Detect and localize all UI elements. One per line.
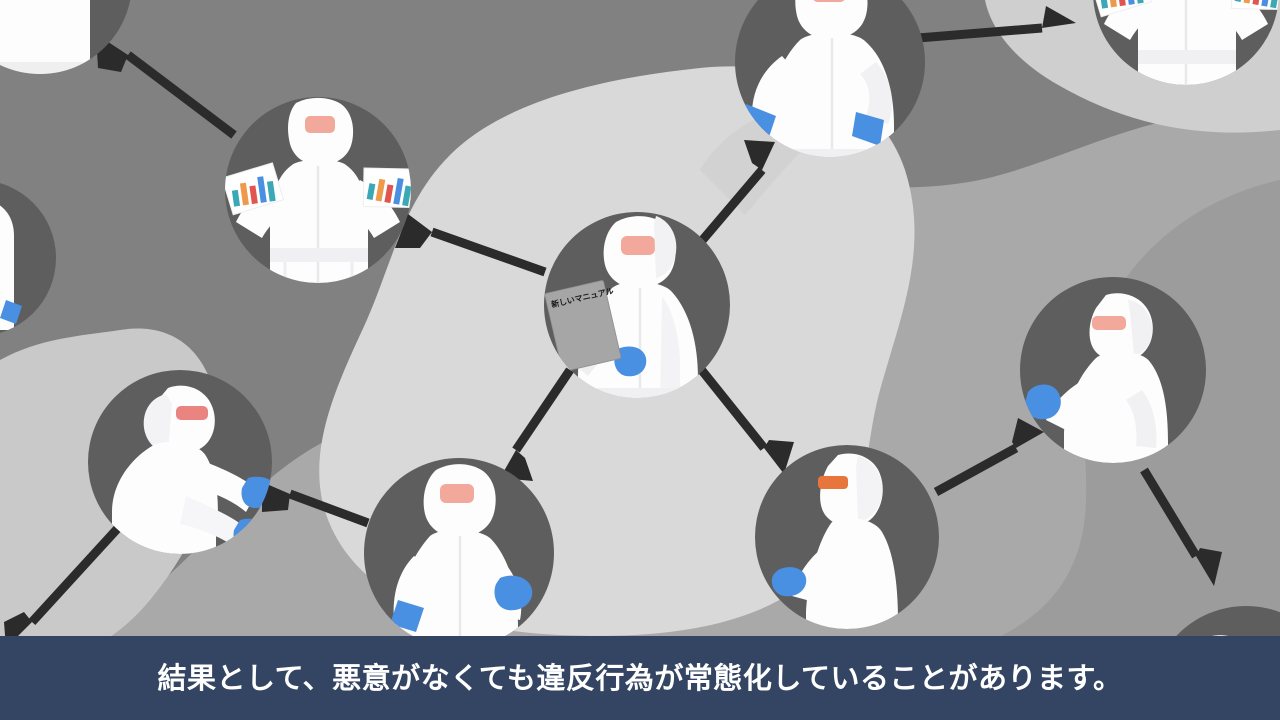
glove-icon xyxy=(390,600,424,632)
node-worker-holding-charts-left xyxy=(225,97,411,283)
node-worker-profile-view xyxy=(755,445,939,629)
node-worker-with-manual: 新しいマニュアル xyxy=(544,212,730,398)
glove-icon xyxy=(494,575,533,611)
node-worker-holding-charts-right xyxy=(1093,0,1279,85)
visor xyxy=(305,116,335,133)
visor xyxy=(1092,316,1126,330)
node-worker-partial-top-left xyxy=(0,0,131,74)
arrow-center-to-upper-right xyxy=(696,140,775,246)
arrow-upper-right-to-top-right xyxy=(917,6,1076,43)
suit-body xyxy=(0,0,90,74)
glove-icon xyxy=(241,476,272,508)
arrow-lower-right-to-right-edge xyxy=(933,418,1044,496)
node-worker-partial-left-edge xyxy=(0,183,56,333)
visor xyxy=(621,236,655,255)
visor xyxy=(812,0,846,2)
visor xyxy=(440,484,474,503)
manual-document: 新しいマニュアル xyxy=(544,280,622,372)
subtitle-bar: 結果として、悪意がなくても違反行為が常態化していることがあります。 xyxy=(0,636,1280,720)
node-worker-reaching-forward xyxy=(88,370,272,554)
node-worker-hands-on-hips xyxy=(735,0,925,157)
glove-icon xyxy=(233,518,271,550)
visor xyxy=(818,476,848,489)
arrow-right-edge-to-bottom-right xyxy=(1140,467,1222,586)
node-worker-raised-hand xyxy=(1020,277,1206,463)
glove-icon xyxy=(0,300,22,324)
glove-icon xyxy=(1024,384,1061,420)
arrow-lower-center-to-mid-left xyxy=(262,482,370,528)
subtitle-text: 結果として、悪意がなくても違反行為が常態化していることがあります。 xyxy=(157,660,1123,695)
glove-icon xyxy=(852,112,884,146)
visor xyxy=(176,406,208,420)
glove-icon xyxy=(771,567,807,597)
glove-icon xyxy=(614,346,647,377)
node-worker-gesturing xyxy=(364,458,554,648)
arrow-center-to-lower-right xyxy=(696,365,794,474)
arrow-center-to-upper-left xyxy=(395,214,547,277)
